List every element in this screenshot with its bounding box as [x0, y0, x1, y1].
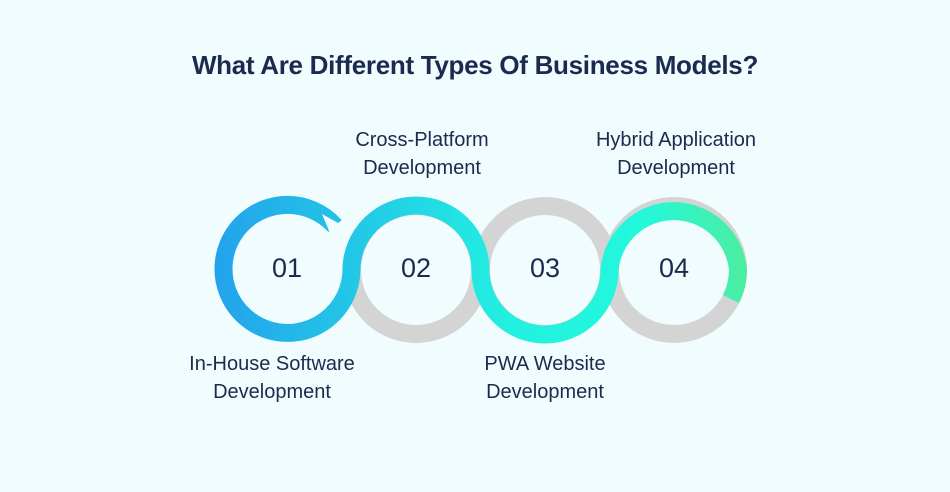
- label-line: Hybrid Application: [595, 129, 757, 151]
- step-label-01: In-House Software Development: [152, 350, 392, 406]
- label-line: Development: [363, 157, 481, 179]
- arrow-notch: [322, 214, 347, 238]
- step-label-03: PWA Website Development: [425, 350, 665, 406]
- step-number-03: 03: [529, 253, 561, 283]
- step-label-04: Hybrid Application Development: [556, 126, 796, 182]
- page-title: What Are Different Types Of Business Mod…: [191, 50, 759, 80]
- step-number-01: 01: [271, 253, 303, 283]
- label-line: Development: [213, 381, 331, 403]
- label-line: In-House Software: [189, 353, 355, 375]
- label-line: Development: [486, 381, 604, 403]
- label-line: PWA Website: [484, 353, 606, 375]
- label-line: Development: [617, 157, 735, 179]
- label-line: Cross-Platform: [355, 129, 489, 151]
- step-number-04: 04: [658, 253, 690, 283]
- gradient-wave: [214, 195, 748, 344]
- step-number-02: 02: [400, 253, 432, 283]
- step-label-02: Cross-Platform Development: [302, 126, 542, 182]
